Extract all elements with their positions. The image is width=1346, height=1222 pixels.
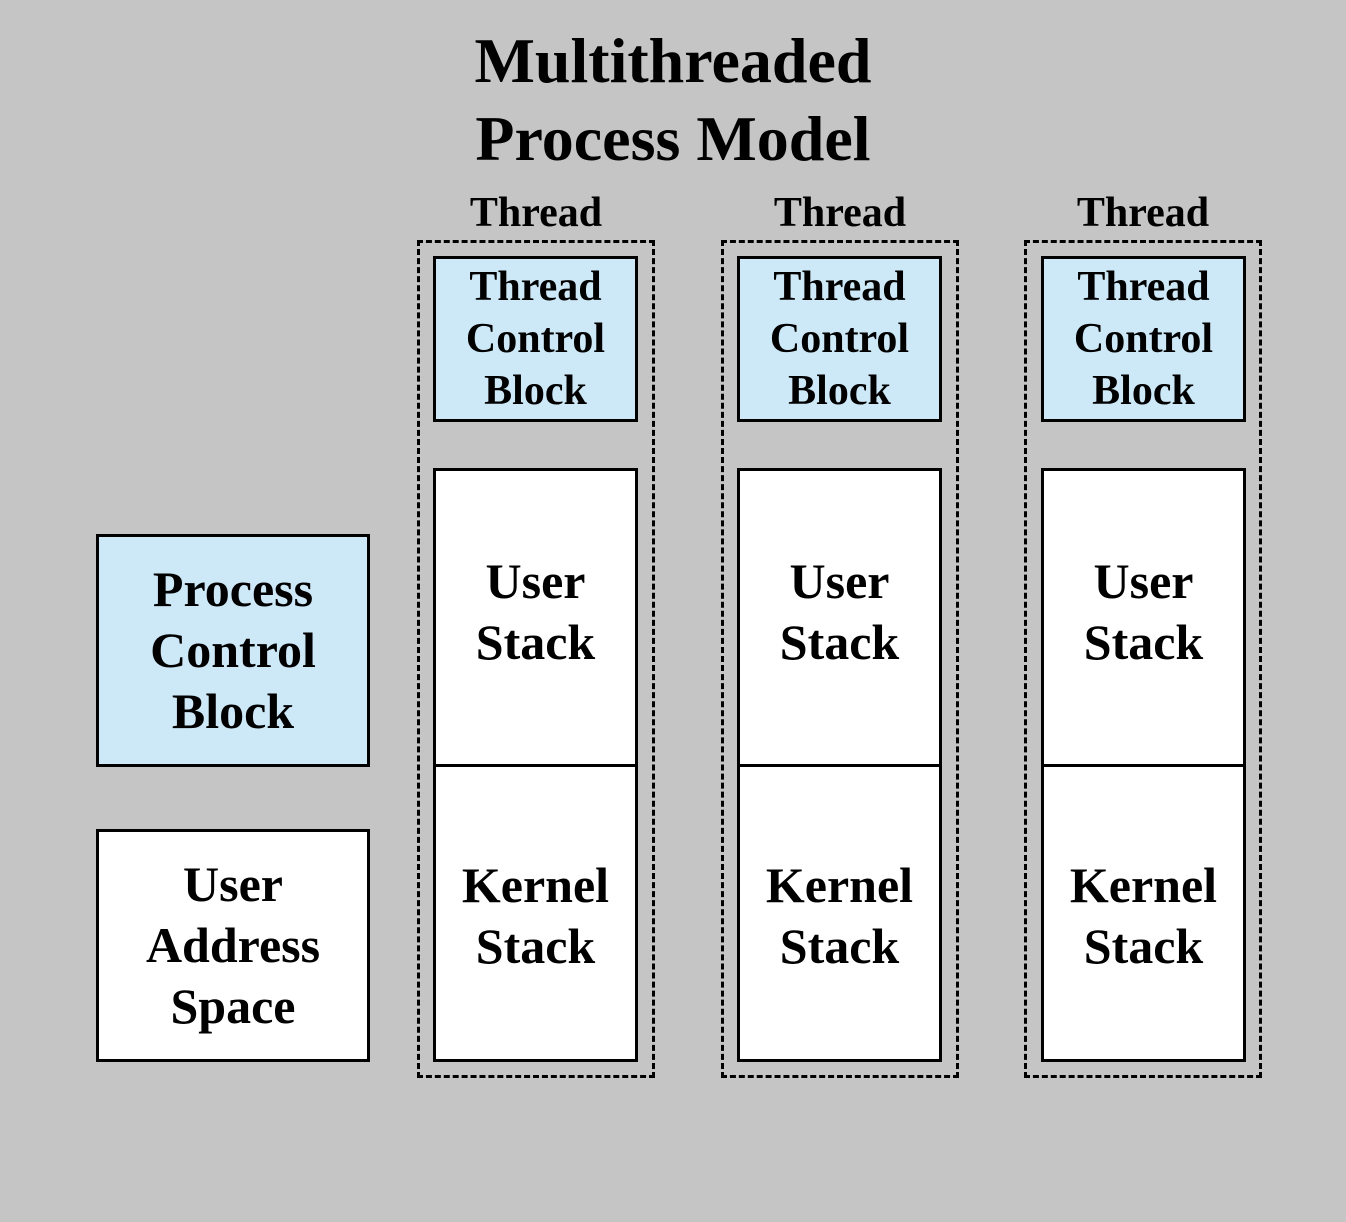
- user-stack-1: User Stack: [433, 468, 638, 767]
- kernel-stack-3-line-2: Stack: [1083, 918, 1204, 974]
- thread-boundary-2: [721, 240, 959, 1078]
- user-address-space: User Address Space: [96, 829, 370, 1062]
- title-line-1: Multithreaded: [474, 25, 872, 96]
- thread-control-block-2: Thread Control Block: [737, 256, 942, 422]
- kernel-stack-2-line-1: Kernel: [765, 857, 914, 913]
- diagram-title: Multithreaded Process Model: [0, 22, 1346, 178]
- uas-line-1: User: [183, 856, 283, 912]
- pcb-line-3: Block: [171, 683, 295, 739]
- tcb-2-line-2: Control: [769, 316, 910, 362]
- kernel-stack-2-line-2: Stack: [779, 918, 900, 974]
- tcb-1-line-2: Control: [465, 316, 606, 362]
- pcb-line-1: Process: [152, 561, 314, 617]
- kernel-stack-1: Kernel Stack: [433, 764, 638, 1062]
- tcb-3-line-2: Control: [1073, 316, 1214, 362]
- tcb-2-line-3: Block: [788, 368, 891, 414]
- thread-label-1: Thread: [469, 190, 603, 236]
- pcb-line-2: Control: [150, 622, 316, 678]
- tcb-1-line-3: Block: [484, 368, 587, 414]
- kernel-stack-3: Kernel Stack: [1041, 764, 1246, 1062]
- user-stack-2-line-2: Stack: [779, 614, 900, 670]
- thread-control-block-3: Thread Control Block: [1041, 256, 1246, 422]
- user-stack-2: User Stack: [737, 468, 942, 767]
- thread-boundary-3: [1024, 240, 1262, 1078]
- process-control-block: Process Control Block: [96, 534, 370, 767]
- tcb-1-line-1: Thread: [469, 264, 602, 310]
- user-stack-3-line-2: Stack: [1083, 614, 1204, 670]
- user-stack-3: User Stack: [1041, 468, 1246, 767]
- thread-label-3: Thread: [1076, 190, 1210, 236]
- uas-line-2: Address: [145, 917, 321, 973]
- user-stack-2-line-1: User: [789, 553, 890, 609]
- thread-label-2: Thread: [773, 190, 907, 236]
- title-line-2: Process Model: [475, 103, 871, 174]
- kernel-stack-1-line-1: Kernel: [461, 857, 610, 913]
- tcb-3-line-3: Block: [1092, 368, 1195, 414]
- user-stack-1-line-2: Stack: [475, 614, 596, 670]
- tcb-3-line-1: Thread: [1077, 264, 1210, 310]
- tcb-2-line-1: Thread: [773, 264, 906, 310]
- thread-boundary-1: [417, 240, 655, 1078]
- kernel-stack-2: Kernel Stack: [737, 764, 942, 1062]
- kernel-stack-1-line-2: Stack: [475, 918, 596, 974]
- user-stack-3-line-1: User: [1093, 553, 1194, 609]
- kernel-stack-3-line-1: Kernel: [1069, 857, 1218, 913]
- uas-line-3: Space: [170, 978, 296, 1034]
- user-stack-1-line-1: User: [485, 553, 586, 609]
- thread-control-block-1: Thread Control Block: [433, 256, 638, 422]
